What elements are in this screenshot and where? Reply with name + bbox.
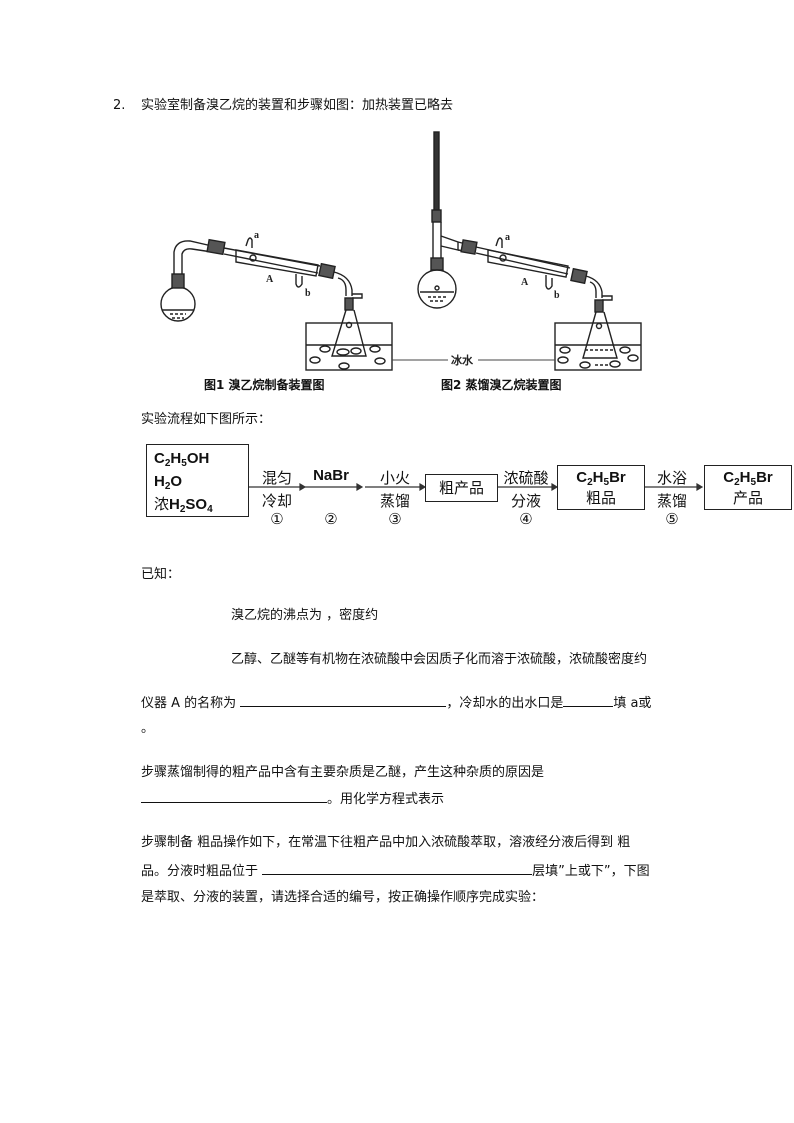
q2-line1: 步骤蒸馏制得的粗产品中含有主要杂质是乙醚，产生这种杂质的原因是	[141, 765, 545, 780]
step2-number: ②	[324, 510, 338, 528]
label-a-fig1: a	[254, 230, 259, 241]
step4-top: 浓硫酸	[503, 469, 549, 487]
step5-number: ⑤	[665, 510, 679, 528]
label-b-fig1: b	[305, 288, 311, 299]
equation-blank[interactable]	[141, 790, 327, 803]
fig1-apparatus	[160, 237, 393, 371]
q1-line2: 。	[141, 721, 155, 736]
q2-suffix: 。用化学方程式表示	[327, 792, 445, 807]
round-bottom-flask-icon	[417, 269, 457, 309]
crude-bromoethane-formula: C2H5Br	[576, 469, 626, 488]
q1-middle: ，冷却水的出水口是	[446, 696, 564, 711]
step5-top: 水浴	[656, 469, 687, 487]
q3-prefix: 品。分液时粗品位于	[141, 864, 259, 879]
fig1-caption: 图1 溴乙烷制备装置图	[204, 377, 325, 392]
final-bromoethane-formula: C2H5Br	[723, 469, 773, 488]
known-item-1: 溴乙烷的沸点为 ，密度约	[231, 608, 379, 623]
question-number: 2.	[113, 98, 126, 113]
q3-line2: 品。分液时粗品位于 层填”上或下”，下图	[141, 862, 650, 881]
instrument-name-blank[interactable]	[240, 694, 447, 707]
water-outlet-blank[interactable]	[563, 694, 614, 707]
label-A-fig1: A	[266, 274, 274, 285]
step1-bottom: 冷却	[261, 492, 292, 510]
fig2-apparatus	[417, 131, 642, 371]
reactant-water: H2O	[154, 473, 183, 492]
ice-water-label: 冰水	[451, 353, 474, 367]
fig2-caption: 图2 蒸馏溴乙烷装置图	[441, 377, 562, 392]
final-bromoethane-box: C2H5Br 产品	[704, 465, 792, 510]
q2-line2: 。用化学方程式表示	[141, 790, 444, 809]
step1-number: ①	[270, 510, 284, 528]
flow-intro: 实验流程如下图所示：	[141, 412, 272, 427]
final-bromoethane-label: 产品	[732, 489, 763, 507]
crude-bromoethane-box: C2H5Br 粗品	[557, 465, 645, 510]
label-A-fig2: A	[521, 277, 529, 288]
step3-top: 小火	[379, 469, 410, 487]
step3-bottom: 蒸馏	[379, 492, 410, 510]
q1-prefix: 仪器 A 的名称为	[141, 696, 237, 711]
step5-bottom: 蒸馏	[656, 492, 687, 510]
question-title: 实验室制备溴乙烷的装置和步骤如图：加热装置已略去	[141, 98, 454, 113]
apparatus-diagram: a A b	[160, 131, 642, 392]
step2-top: NaBr	[313, 467, 349, 484]
known-heading: 已知：	[141, 567, 181, 582]
step4-number: ④	[519, 510, 533, 528]
q3-line3: 是萃取、分液的装置，请选择合适的编号，按正确操作顺序完成实验：	[141, 890, 545, 905]
crude-product-box: 粗产品	[425, 474, 498, 502]
flow-arrows	[249, 482, 704, 492]
q3-suffix: 层填”上或下”，下图	[532, 864, 650, 879]
crude-bromoethane-label: 粗品	[585, 489, 616, 507]
label-b-fig2: b	[554, 290, 560, 301]
q1-suffix: 填 a或	[613, 696, 652, 711]
layer-blank[interactable]	[262, 862, 533, 875]
reactant-sulfuric-acid: 浓H2SO4	[154, 495, 213, 515]
q1-line1: 仪器 A 的名称为 ，冷却水的出水口是 填 a或	[141, 694, 651, 713]
q3-line1: 步骤制备 粗品操作如下，在常温下往粗产品中加入浓硫酸萃取，溶液经分液后得到 粗	[141, 835, 631, 850]
known-item-2: 乙醇、乙醚等有机物在浓硫酸中会因质子化而溶于浓硫酸，浓硫酸密度约	[231, 652, 648, 667]
step3-number: ③	[388, 510, 402, 528]
reactant-ethanol: C2H5OH	[154, 450, 210, 469]
step4-bottom: 分液	[510, 492, 541, 510]
reactants-box: C2H5OH H2O 浓H2SO4	[146, 444, 249, 517]
label-a-fig2: a	[505, 232, 510, 243]
step1-top: 混匀	[261, 469, 292, 487]
